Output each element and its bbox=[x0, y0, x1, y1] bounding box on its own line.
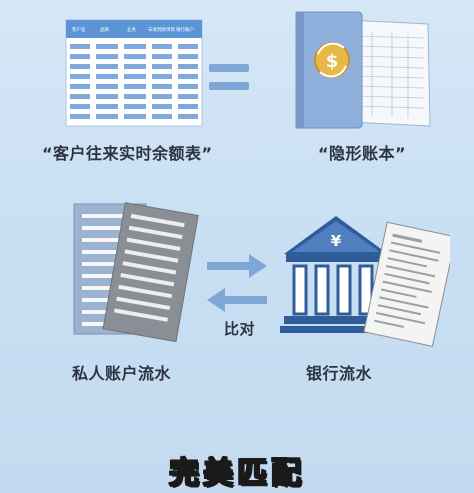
table-header-cell: 未收到款项目 bbox=[148, 26, 175, 33]
ledger-book-icon: $ bbox=[295, 11, 431, 129]
private-statement-caption: 私人账户流水 bbox=[72, 364, 172, 383]
spreadsheet-icon: 客户名 品牌 业务 未收到款项目 银行账户 bbox=[65, 19, 203, 127]
private-statement-graphic bbox=[70, 200, 200, 343]
table-header-cell: 品牌 bbox=[100, 26, 109, 33]
balance-table-caption: “客户往来实时余额表” bbox=[42, 144, 213, 163]
hidden-ledger-caption: “隐形账本” bbox=[318, 144, 407, 163]
statement-pages-icon bbox=[73, 202, 199, 343]
bank-statement-graphic: ¥ bbox=[278, 208, 457, 358]
swap-arrows-icon bbox=[205, 252, 269, 314]
compare-label: 比对 bbox=[224, 320, 256, 338]
table-header-cell: 银行账户 bbox=[176, 26, 194, 33]
equals-icon bbox=[207, 60, 251, 94]
bank-building-icon: ¥ bbox=[280, 216, 457, 347]
balance-table-graphic: 客户名 品牌 业务 未收到款项目 银行账户 bbox=[64, 18, 204, 128]
dollar-symbol: $ bbox=[326, 51, 339, 72]
bank-statement-caption: 银行流水 bbox=[306, 364, 373, 383]
hidden-ledger-graphic: $ bbox=[288, 6, 438, 136]
perfect-match-title: 完美匹配 bbox=[168, 455, 305, 492]
yuan-symbol: ¥ bbox=[331, 232, 342, 250]
table-header-cell: 客户名 bbox=[72, 26, 86, 33]
table-header-cell: 业务 bbox=[127, 26, 136, 33]
